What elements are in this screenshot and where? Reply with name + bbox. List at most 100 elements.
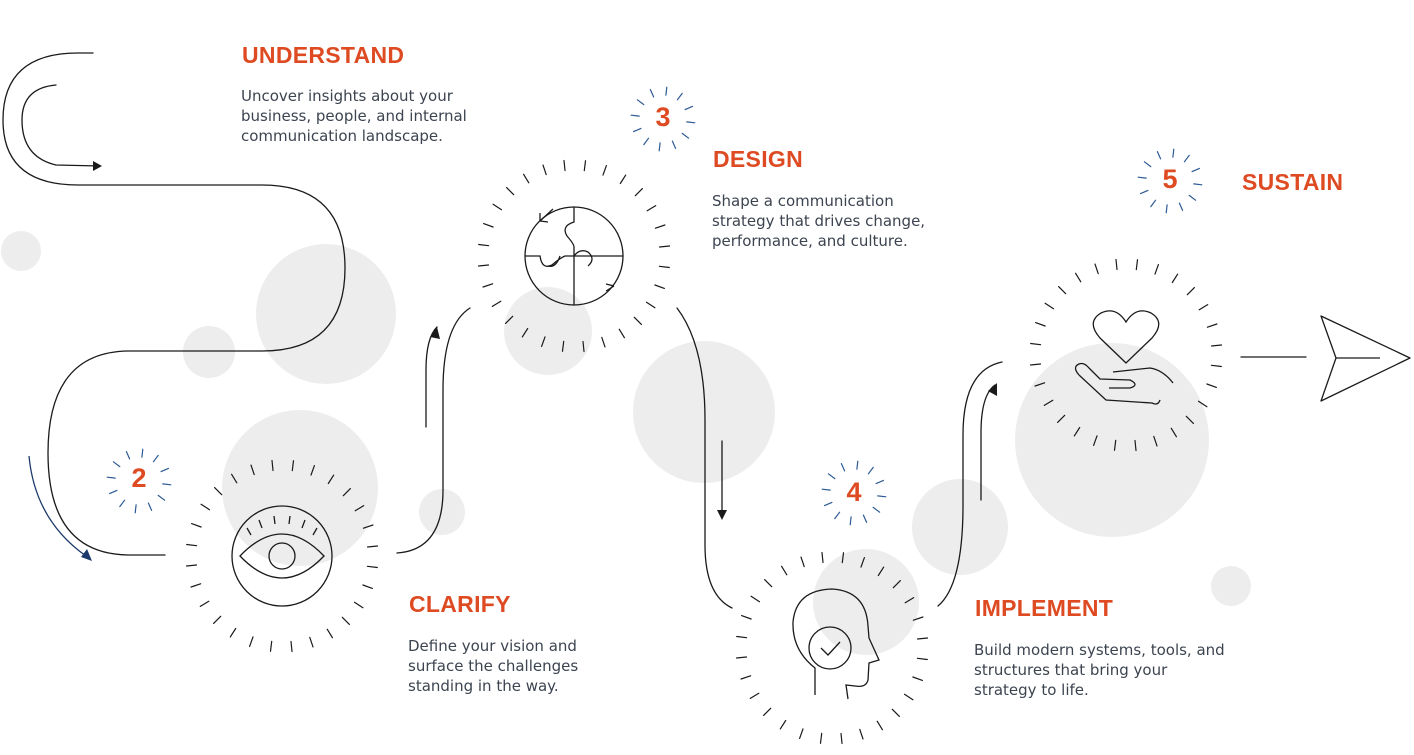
number-2-spark bbox=[112, 461, 121, 468]
heart-ray bbox=[1171, 273, 1179, 284]
number-3-spark bbox=[671, 140, 677, 149]
head-ray bbox=[821, 551, 824, 564]
number-2-spark bbox=[106, 476, 116, 479]
start-arrow bbox=[28, 455, 92, 561]
heart-ray bbox=[1074, 272, 1082, 283]
eye-ray bbox=[290, 640, 293, 653]
heart-ray bbox=[1206, 383, 1218, 388]
puzzle-ray bbox=[634, 188, 644, 197]
number-5-spark bbox=[1172, 148, 1175, 158]
number-3-spark bbox=[649, 88, 655, 98]
eye-ray bbox=[327, 474, 335, 485]
puzzle-ray bbox=[645, 301, 656, 309]
eye-ray bbox=[199, 600, 210, 608]
puzzle-ray bbox=[618, 328, 626, 339]
heart-ray bbox=[1154, 264, 1160, 275]
step-5-number: 5 bbox=[1162, 164, 1178, 194]
puzzle-icon bbox=[524, 206, 624, 306]
heart-ray bbox=[1170, 427, 1178, 438]
heart-ray bbox=[1113, 439, 1117, 451]
eye-ray bbox=[229, 627, 237, 638]
head-ray bbox=[912, 616, 924, 621]
puzzle-ray bbox=[633, 316, 643, 325]
heart-ray bbox=[1198, 304, 1209, 311]
puzzle-ray bbox=[602, 165, 608, 176]
eye-ray bbox=[309, 636, 314, 648]
heart-ray bbox=[1030, 342, 1042, 346]
heart-ray bbox=[1197, 400, 1208, 408]
number-2-spark bbox=[152, 454, 159, 463]
eye-ray bbox=[366, 565, 378, 569]
puzzle-ray bbox=[601, 336, 606, 348]
step-4-number: 4 bbox=[846, 477, 862, 507]
number-3-spark bbox=[676, 92, 683, 101]
number-2-spark bbox=[134, 504, 137, 514]
number-2-spark bbox=[108, 489, 118, 495]
puzzle-ray bbox=[477, 264, 490, 267]
heart-hand-icon bbox=[1074, 310, 1174, 405]
eye-ray bbox=[191, 522, 202, 528]
eye-ray bbox=[362, 524, 374, 529]
heart-ray bbox=[1210, 344, 1223, 347]
head-check-icon bbox=[792, 588, 880, 700]
number-5-spark bbox=[1188, 194, 1197, 201]
puzzle-ray bbox=[646, 205, 657, 212]
puzzle-ray bbox=[483, 223, 494, 228]
step-3-number: 3 bbox=[655, 102, 671, 132]
step-1-title: UNDERSTAND bbox=[242, 42, 405, 68]
heart-ray bbox=[1029, 363, 1042, 366]
heart-ray bbox=[1206, 323, 1218, 328]
eye-ray bbox=[269, 640, 273, 652]
number-2-spark bbox=[119, 499, 126, 508]
head-ray bbox=[800, 556, 805, 568]
head-ray bbox=[736, 635, 748, 639]
head-ray bbox=[779, 719, 787, 730]
heart-ray bbox=[1044, 302, 1055, 310]
head-ray bbox=[819, 732, 823, 744]
head-ray bbox=[763, 578, 773, 588]
puzzle-ray bbox=[542, 164, 547, 176]
number-4-spark bbox=[867, 466, 874, 475]
number-4-spark bbox=[827, 473, 836, 480]
head-ray bbox=[840, 732, 843, 745]
head-ray bbox=[860, 556, 866, 568]
heart-ray bbox=[1186, 287, 1196, 296]
number-5-spark bbox=[1193, 183, 1203, 186]
number-4-spark bbox=[834, 511, 841, 520]
head-ray bbox=[876, 720, 884, 731]
head-ray bbox=[903, 693, 914, 701]
head-ray bbox=[877, 566, 885, 577]
number-4-spark bbox=[823, 501, 833, 507]
number-5-spark bbox=[1191, 167, 1201, 173]
puzzle-ray bbox=[491, 300, 502, 307]
paper-plane-icon bbox=[1320, 315, 1411, 402]
head-ray bbox=[891, 708, 901, 718]
puzzle-ray bbox=[482, 283, 494, 288]
number-5-spark bbox=[1139, 189, 1149, 195]
eye-ray bbox=[231, 473, 238, 484]
number-3-spark bbox=[684, 105, 694, 111]
head-ray bbox=[892, 579, 902, 589]
number-2-spark bbox=[147, 502, 153, 511]
number-4-spark bbox=[849, 516, 852, 526]
number-4-spark bbox=[862, 514, 868, 524]
head-ray bbox=[912, 676, 924, 682]
eye-ray bbox=[362, 584, 373, 590]
number-3-spark bbox=[632, 127, 642, 133]
number-3-spark bbox=[686, 121, 696, 124]
number-4-spark bbox=[872, 506, 881, 513]
head-ray bbox=[841, 552, 845, 564]
number-3-spark bbox=[630, 114, 640, 117]
head-ray bbox=[916, 637, 929, 640]
eye-ray bbox=[213, 615, 222, 625]
heart-ray bbox=[1056, 414, 1066, 423]
number-2-spark bbox=[160, 467, 169, 473]
heart-ray bbox=[1073, 426, 1081, 437]
puzzle-ray bbox=[583, 160, 587, 172]
puzzle-ray bbox=[654, 224, 666, 229]
number-2-spark bbox=[141, 448, 144, 458]
puzzle-ray bbox=[658, 245, 671, 248]
